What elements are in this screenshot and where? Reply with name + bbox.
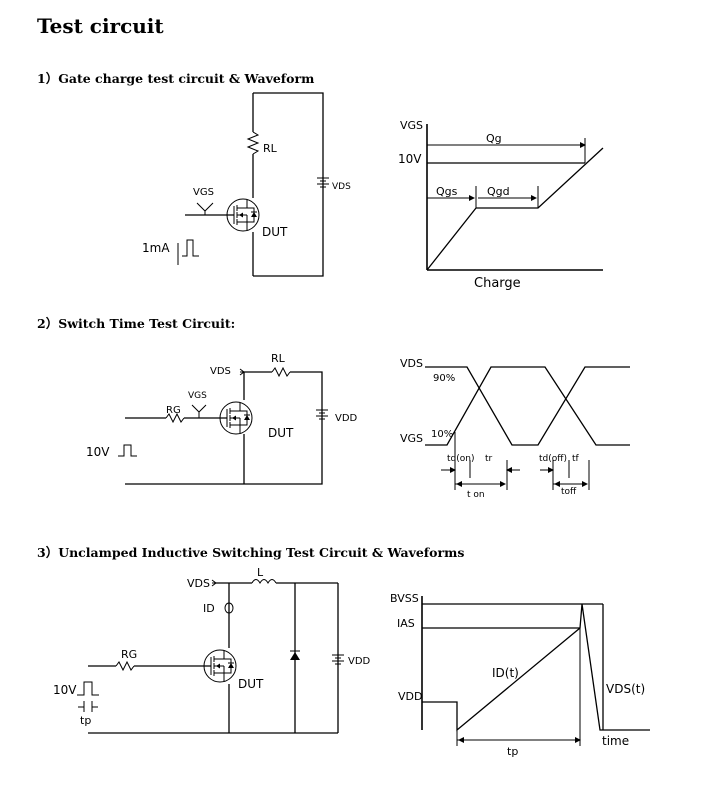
w1-vgs-label: VGS [400,119,423,132]
tr-label: tr [485,454,493,464]
bvss-label: BVSS [390,592,419,605]
gate-charge-circuit: RL VDS VGS DUT 1mA [142,92,351,277]
c3-rg-label: RG [121,648,137,661]
uis-circuit: VDS L ID RG DUT VDD 10V tp [53,566,371,734]
inductor-label: L [257,566,264,579]
switch-time-waveform: VDS 90% 10% VGS td(on) tr t on td(off) t… [400,357,630,500]
switch-time-circuit: VDS RL VGS RG DUT VDD 10V [86,352,358,485]
tdoff-label: td(off) [539,454,567,464]
p10-label: 10% [431,429,453,440]
source-label: 1mA [142,241,170,255]
tf-label: tf [572,454,580,464]
c2-source-label: 10V [86,445,110,459]
p90-label: 90% [433,373,455,384]
time-label: time [602,734,629,748]
qgs-label: Qgs [436,185,458,198]
toff-label: toff [561,487,577,497]
section-2-heading: 2）Switch Time Test Circuit: [37,316,236,331]
tdon-label: td(on) [447,454,474,464]
w2-vds-label: VDS [400,357,423,370]
w3-vdd-label: VDD [398,690,422,703]
c2-rl-label: RL [271,352,286,365]
idt-label: ID(t) [492,666,519,680]
ton-label: t on [467,490,485,500]
uis-waveform: BVSS IAS ID(t) VDD VDS(t) time tp [390,592,650,758]
gate-charge-waveform: VGS 10V Qg Qgs Qgd Charge [398,119,604,291]
w3-tp-label: tp [507,745,518,758]
qgd-label: Qgd [487,185,510,198]
ias-label: IAS [397,617,415,630]
c3-vdd-label: VDD [348,656,371,667]
c3-source-label: 10V [53,683,77,697]
c3-dut-label: DUT [238,677,264,691]
page-title: Test circuit [37,14,164,38]
dut-label: DUT [262,225,288,239]
rl-label: RL [263,142,278,155]
vgs-label: VGS [193,187,214,198]
c2-vgs-label: VGS [188,391,207,401]
charge-label: Charge [474,276,521,291]
c2-dut-label: DUT [268,426,294,440]
vdst-label: VDS(t) [606,682,645,696]
section-1-heading: 1）Gate charge test circuit & Waveform [37,71,315,86]
c3-tp-label: tp [80,714,91,727]
vds-label: VDS [332,182,351,192]
w2-vgs-label: VGS [400,432,423,445]
c3-vds-label: VDS [187,577,210,590]
w1-10v-label: 10V [398,152,422,166]
id-label: ID [203,602,215,615]
section-3-heading: 3）Unclamped Inductive Switching Test Cir… [37,545,465,560]
c2-vdd-label: VDD [335,413,358,424]
qg-label: Qg [486,132,502,145]
c2-rg-label: RG [166,405,181,416]
c2-vds-label: VDS [210,366,231,377]
